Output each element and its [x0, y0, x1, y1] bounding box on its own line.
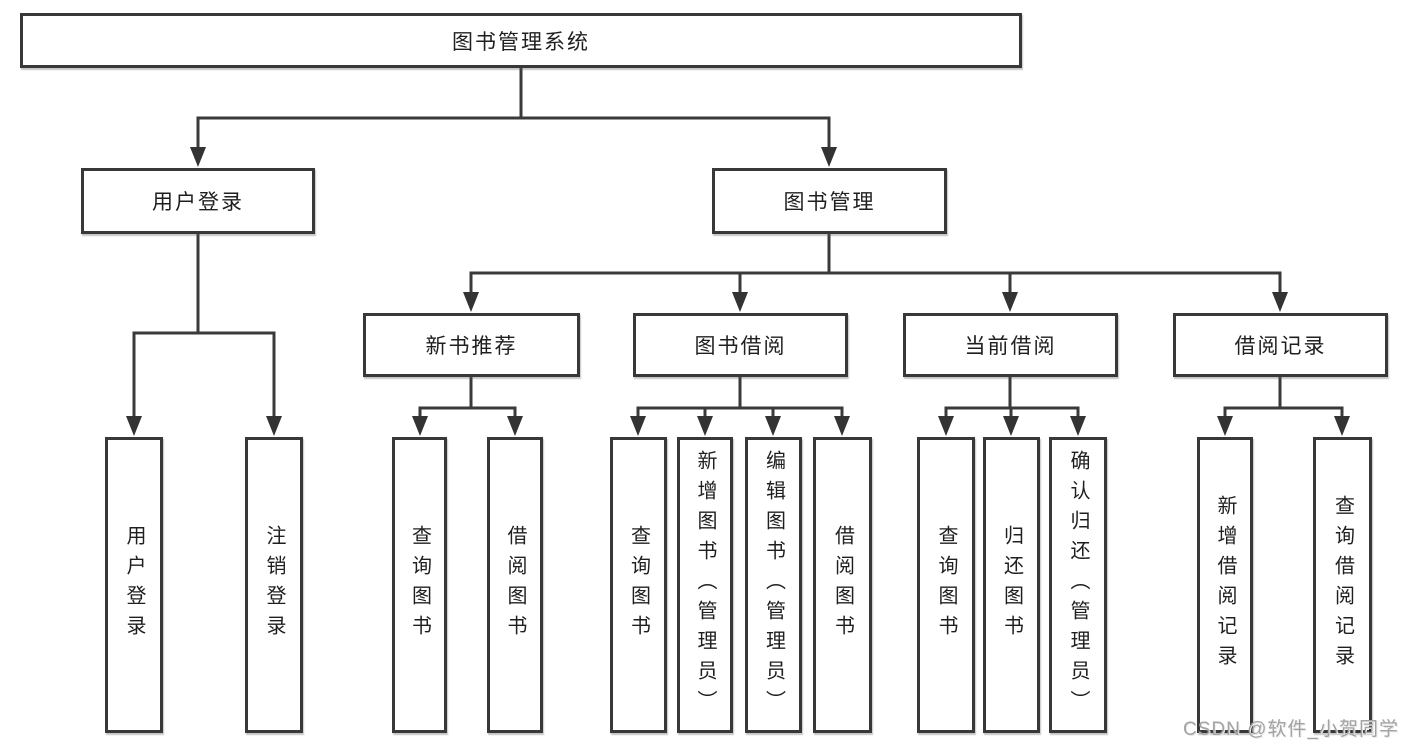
leaf-label: 借阅图书	[504, 525, 526, 645]
leaf-label: 用户登录	[123, 525, 145, 645]
leaf-borrow-books: 借阅图书	[813, 437, 872, 733]
leaf-label: 编辑图书（管理员）	[762, 450, 785, 720]
leaf-add-books-admin: 新增图书（管理员）	[677, 437, 733, 733]
leaf-label: 确认归还（管理员）	[1067, 450, 1089, 720]
branch-root	[190, 66, 837, 167]
branch-book-management	[463, 232, 1288, 312]
node-label: 当前借阅	[964, 335, 1057, 358]
leaf-label: 注销登录	[263, 525, 285, 645]
leaf-label: 新增图书（管理员）	[694, 450, 716, 720]
node-label: 借阅记录	[1234, 335, 1327, 358]
leaf-query-books-current: 查询图书	[917, 437, 975, 733]
branch-borrow-records	[1217, 375, 1350, 436]
node-label: 图书管理系统	[452, 30, 590, 54]
leaf-label: 查询图书	[935, 525, 957, 645]
leaf-query-books-borrow: 查询图书	[610, 437, 667, 733]
node-borrow-records: 借阅记录	[1173, 313, 1388, 377]
branch-current-borrow	[938, 375, 1086, 436]
leaf-add-borrow-record: 新增借阅记录	[1197, 437, 1253, 733]
leaf-edit-books-admin: 编辑图书（管理员）	[745, 437, 802, 733]
leaf-label: 归还图书	[1000, 525, 1023, 645]
leaf-label: 借阅图书	[831, 525, 854, 645]
branch-book-borrow	[630, 375, 850, 436]
node-label: 用户登录	[152, 191, 244, 214]
leaf-return-books: 归还图书	[983, 437, 1040, 733]
leaf-query-borrow-record: 查询借阅记录	[1313, 437, 1372, 733]
node-book-borrow: 图书借阅	[633, 313, 848, 377]
leaf-label: 查询借阅记录	[1331, 495, 1354, 675]
node-new-book-recommend: 新书推荐	[363, 313, 580, 377]
node-label: 新书推荐	[425, 335, 518, 358]
branch-user-login	[126, 232, 282, 436]
node-book-management: 图书管理	[712, 168, 947, 234]
branch-new-book-recommend	[412, 375, 523, 436]
leaf-user-login: 用户登录	[105, 437, 163, 733]
node-library-management-system: 图书管理系统	[20, 13, 1022, 68]
node-user-login: 用户登录	[81, 168, 315, 234]
node-label: 图书管理	[783, 191, 876, 214]
leaf-borrow-books-recommend: 借阅图书	[487, 437, 543, 733]
leaf-label: 新增借阅记录	[1214, 495, 1236, 675]
leaf-logout: 注销登录	[245, 437, 303, 733]
leaf-label: 查询图书	[408, 525, 431, 645]
node-label: 图书借阅	[694, 335, 787, 358]
node-current-borrow: 当前借阅	[903, 313, 1118, 377]
leaf-confirm-return-admin: 确认归还（管理员）	[1049, 437, 1107, 733]
leaf-label: 查询图书	[627, 525, 650, 645]
leaf-query-books-recommend: 查询图书	[392, 437, 447, 733]
